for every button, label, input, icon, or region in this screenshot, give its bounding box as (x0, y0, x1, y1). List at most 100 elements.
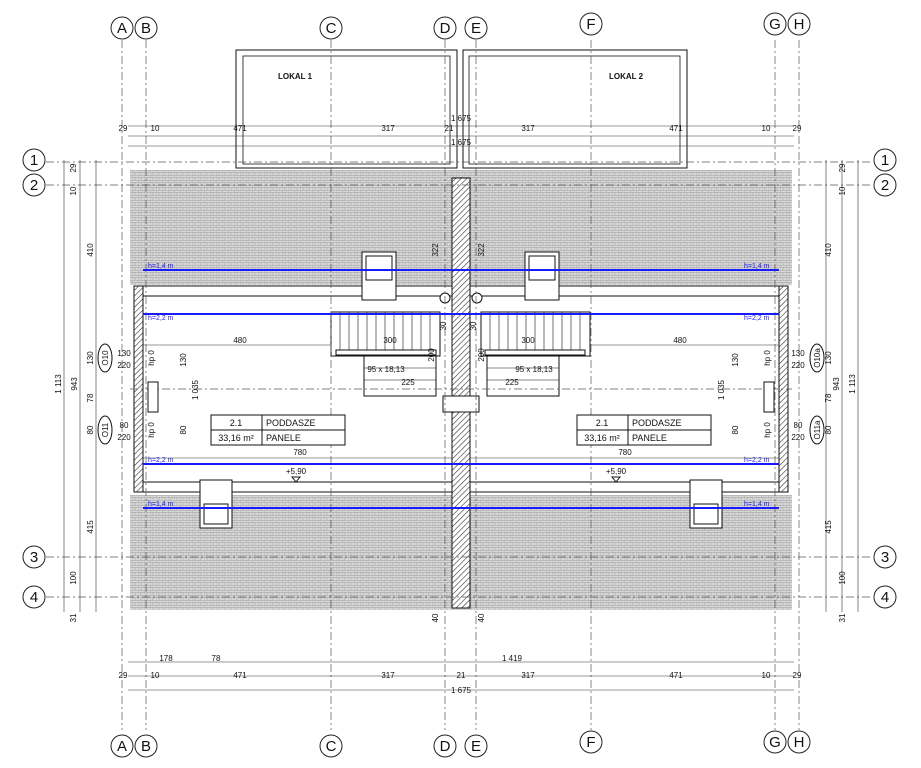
grid-bubbles-bottom: A B C D E F G H (110, 730, 811, 758)
dim-30-r: 30 (469, 321, 478, 330)
window-tags-right: 130 220 hp 0 80 220 hp 0 O10a O11a (763, 343, 825, 445)
right-c6: 415 (824, 520, 833, 534)
right-c7: 100 (838, 571, 847, 585)
right-c1: 10 (838, 186, 847, 195)
blue-label-h22-br: h=2,2 m (744, 457, 770, 464)
bubble-top-E: E (471, 20, 481, 37)
left-c3: 130 (86, 351, 95, 365)
dim-322-r: 322 (477, 243, 486, 257)
bubble-top-H: H (794, 16, 805, 33)
bubble-right-2: 2 (881, 177, 889, 194)
room-left-area: 33,16 m² (218, 433, 254, 443)
right-c4: 78 (824, 393, 833, 402)
bot-first-0: 178 (159, 654, 173, 663)
win-left-2-w: 80 (120, 421, 129, 430)
blue-label-h14-br: h=1,4 m (744, 501, 770, 508)
dim-40-l: 40 (431, 613, 440, 622)
grid-axes (46, 40, 870, 730)
bubble-bot-F: F (586, 734, 595, 751)
win-right-2-hp: hp 0 (763, 422, 772, 438)
stair-left: 95 x 18,13 (367, 365, 405, 374)
win-right-1-tag: O10a (813, 348, 822, 368)
dim-200-r: 200 (477, 348, 486, 362)
left-c1: 10 (69, 186, 78, 195)
dim-1035-r: 1 035 (717, 379, 726, 400)
bubble-bot-A: A (117, 738, 127, 755)
bot-d3: 317 (381, 671, 395, 680)
bubble-left-4: 4 (30, 589, 38, 606)
walls (133, 177, 789, 609)
top-d4: 21 (445, 124, 454, 133)
bubble-left-2: 2 (30, 177, 38, 194)
win-left-1-tag: O10 (101, 350, 110, 366)
room-left-floor: PANELE (266, 433, 301, 443)
bubble-right-3: 3 (881, 549, 889, 566)
top-total-2: 1 675 (451, 138, 472, 147)
bot-d0: 29 (119, 671, 128, 680)
left-c5: 80 (86, 425, 95, 434)
dim-480-left: 480 (233, 336, 247, 345)
left-outer: 1 113 (54, 374, 63, 394)
win-left-1-h: 220 (117, 361, 131, 370)
right-c8: 31 (838, 613, 847, 622)
win-left-2-h: 220 (117, 433, 131, 442)
win-left-1-hp: hp 0 (147, 350, 156, 366)
win-right-1-h: 220 (791, 361, 805, 370)
room-right-area: 33,16 m² (584, 433, 620, 443)
bubble-bot-D: D (440, 738, 451, 755)
dim-h130-r: 130 (731, 353, 740, 367)
top-d0: 29 (119, 124, 128, 133)
room-right-name: PODDASZE (632, 418, 682, 428)
left-c8: 31 (69, 613, 78, 622)
bot-d7: 10 (762, 671, 771, 680)
win-left-1-w: 130 (117, 349, 131, 358)
top-dimensions: 29 10 471 317 21 317 471 10 29 1 675 1 6… (119, 114, 802, 147)
lokal-2-label: LOKAL 2 (609, 72, 644, 81)
level-markers: +5,90 +5,90 (286, 467, 627, 483)
bubble-top-G: G (769, 16, 781, 33)
level-right: +5,90 (606, 467, 627, 476)
dim-225-right: 225 (505, 378, 519, 387)
bot-d4: 21 (457, 671, 466, 680)
win-right-2-h: 220 (791, 433, 805, 442)
dim-322-l: 322 (431, 243, 440, 257)
bot-d1: 10 (151, 671, 160, 680)
bubble-bot-C: C (326, 738, 337, 755)
bot-d5: 317 (521, 671, 535, 680)
dim-h130-l: 130 (179, 353, 188, 367)
bottom-dimensions: 178 78 1 419 29 10 471 317 21 317 471 10… (119, 654, 802, 695)
blue-label-h22-tr: h=2,2 m (744, 315, 770, 322)
top-total-1: 1 675 (451, 114, 472, 123)
bubble-left-1: 1 (30, 152, 38, 169)
left-c2: 410 (86, 243, 95, 257)
bubble-bot-B: B (141, 738, 151, 755)
top-d3: 317 (381, 124, 395, 133)
win-right-1-hp: hp 0 (763, 350, 772, 366)
left-dimensions: 1 113 943 29 10 410 130 78 80 415 100 31 (54, 163, 95, 622)
bot-first-2: 1 419 (502, 654, 523, 663)
grid-bubbles-sides: 1 2 3 4 1 2 3 4 (22, 148, 897, 609)
win-right-1-w: 130 (791, 349, 805, 358)
top-d5: 317 (521, 124, 535, 133)
win-left-2-hp: hp 0 (147, 422, 156, 438)
bubble-top-C: C (326, 20, 337, 37)
blue-label-h14-tl: h=1,4 m (148, 263, 174, 270)
right-c0: 29 (838, 163, 847, 172)
room-label-left: 2.1 PODDASZE 33,16 m² PANELE (210, 414, 346, 446)
dim-30-l: 30 (439, 321, 448, 330)
dim-1035-l: 1 035 (191, 379, 200, 400)
dim-200-l: 200 (427, 348, 436, 362)
top-d8: 29 (793, 124, 802, 133)
dim-780-left: 780 (293, 448, 307, 457)
blue-label-h22-bl: h=2,2 m (148, 457, 174, 464)
dim-780-right: 780 (618, 448, 632, 457)
bubble-left-3: 3 (30, 549, 38, 566)
win-right-2-w: 80 (794, 421, 803, 430)
bubble-right-1: 1 (881, 152, 889, 169)
bot-d6: 471 (669, 671, 683, 680)
inner-dimensions: 480 480 300 300 225 225 95 x 18,13 95 x … (143, 243, 779, 622)
bubble-bot-G: G (769, 734, 781, 751)
bot-first-1: 78 (212, 654, 221, 663)
room-label-right: 2.1 PODDASZE 33,16 m² PANELE (576, 414, 712, 446)
